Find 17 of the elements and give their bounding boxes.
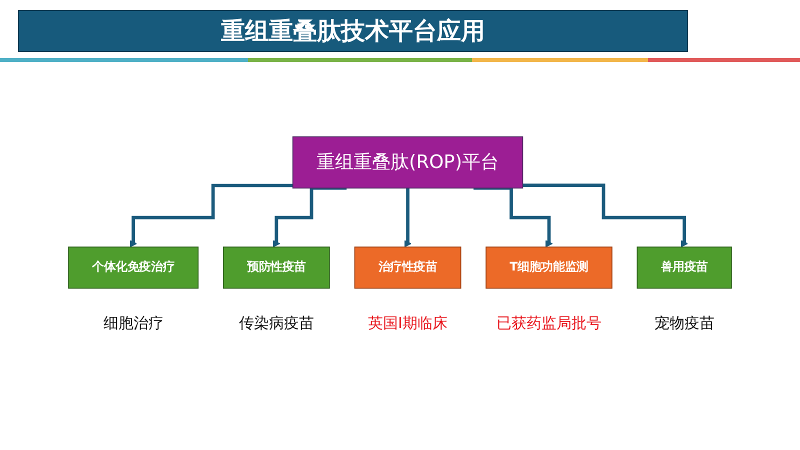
node-caption: 细胞治疗 [103,314,164,334]
arrow [404,186,412,248]
arrow [130,184,293,248]
arrow [474,186,553,248]
arrow [522,184,688,248]
node-box: 兽用疫苗 [636,246,732,289]
node-caption: 已获药监局批号 [496,314,602,334]
arrow [272,186,347,248]
node-box: 预防性疫苗 [222,246,330,289]
node-caption: 英国I期临床 [368,314,448,334]
node-caption: 宠物疫苗 [654,314,714,334]
node-box: 治疗性疫苗 [354,246,462,289]
title-banner: 重组重叠肽技术平台应用 [18,10,688,52]
node-box: T细胞功能监测 [486,246,612,289]
node-box: 个体化免疫治疗 [68,246,199,289]
node-caption: 传染病疫苗 [238,314,314,334]
node-box: 重组重叠肽(ROP)平台 [292,136,524,188]
